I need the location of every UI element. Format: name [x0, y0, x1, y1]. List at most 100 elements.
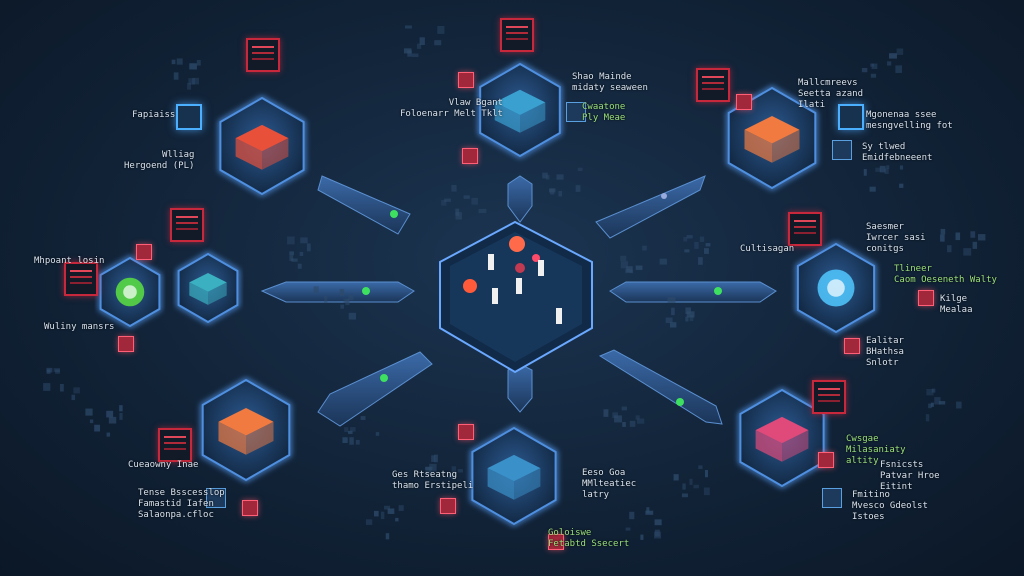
orange-cube-icon: [218, 408, 274, 455]
pixel-block: [667, 297, 676, 304]
label-tr-c: Sy tlwed Emidfebneeent: [862, 142, 933, 163]
pixel-block: [196, 60, 201, 66]
pixel-block: [313, 286, 319, 293]
connector-bottom-left: [317, 351, 433, 427]
node-bottom[interactable]: [470, 425, 558, 527]
node-left-2[interactable]: [176, 251, 240, 325]
pixel-block: [404, 25, 412, 29]
pixel-block: [669, 322, 677, 328]
cube-11: [736, 94, 752, 110]
pixel-block: [899, 165, 904, 170]
red-cube-icon: [235, 124, 289, 170]
pixel-block: [895, 65, 902, 73]
cube-6: [440, 498, 456, 514]
pixel-block: [55, 369, 60, 374]
pixel-block: [689, 314, 694, 322]
cube-3: [136, 244, 152, 260]
pixel-block: [681, 493, 688, 498]
connector-top-right: [595, 175, 706, 239]
cube-7: [548, 534, 564, 550]
pixel-block: [176, 58, 183, 65]
pixel-block: [889, 53, 897, 59]
pixel-block: [934, 397, 941, 405]
center-hub[interactable]: [439, 220, 593, 374]
pixel-block: [385, 533, 390, 540]
pixel-block: [955, 232, 961, 241]
pixel-block: [542, 172, 548, 179]
pixel-block: [622, 422, 626, 427]
pixel-block: [395, 517, 399, 522]
pixel-block: [863, 169, 867, 176]
pixel-block: [299, 251, 304, 257]
pixel-block: [448, 473, 455, 479]
connector-left: [260, 281, 415, 303]
pixel-block: [956, 401, 962, 409]
cube-10: [242, 500, 258, 516]
blue-orb-icon: [817, 269, 855, 307]
pixel-block: [558, 190, 562, 197]
box-icon: [206, 488, 226, 508]
pixel-block: [869, 186, 876, 192]
label-right-e: Ealitar BHathsa Snlotr: [866, 336, 904, 368]
node-bottom-left[interactable]: [200, 377, 292, 483]
pixel-block: [884, 168, 889, 174]
pixel-block: [636, 418, 645, 424]
node-top[interactable]: [478, 61, 562, 159]
pixel-block: [349, 437, 354, 445]
pixel-block: [684, 249, 690, 253]
pixel-block: [360, 416, 366, 420]
node-bottom-right[interactable]: [738, 387, 826, 489]
pixel-block: [108, 416, 117, 424]
pixel-block: [85, 408, 93, 416]
cube-2: [462, 148, 478, 164]
pixel-block: [694, 241, 699, 249]
pixel-block: [287, 236, 295, 245]
pixel-block: [629, 269, 634, 274]
cube-4: [118, 336, 134, 352]
pixel-block: [306, 243, 311, 252]
pink-cube-icon: [755, 416, 809, 462]
pixel-block: [106, 410, 114, 418]
pixel-block: [879, 165, 886, 173]
pixel-block: [457, 469, 463, 473]
pixel-block: [434, 40, 442, 46]
pixel-block: [654, 519, 662, 526]
pixel-block: [119, 412, 123, 420]
pixel-block: [187, 82, 191, 90]
pixel-block: [345, 299, 350, 306]
node-left-1[interactable]: [98, 255, 162, 329]
pixel-block: [46, 367, 53, 373]
pixel-block: [324, 295, 328, 304]
pixel-block: [380, 511, 385, 520]
cube-8: [844, 338, 860, 354]
pixel-block: [291, 258, 298, 262]
label-bottom-green: Goloiswe Fetabtd Ssecert: [548, 528, 630, 549]
pixel-block: [545, 174, 550, 180]
pixel-block: [171, 59, 176, 65]
pixel-block: [629, 420, 636, 427]
label-br-b: Fsnicsts Patvar Hroe Eitint: [880, 460, 940, 492]
pixel-block: [686, 235, 693, 239]
connector-top-left: [317, 175, 411, 235]
pixel-block: [654, 531, 662, 539]
pixel-block: [340, 304, 345, 309]
pixel-block: [455, 208, 460, 216]
pixel-block: [654, 529, 660, 537]
pixel-block: [106, 432, 111, 437]
pixel-block: [350, 427, 356, 432]
pixel-block: [686, 311, 695, 318]
label-bottom-b: Eeso Goa MMlteatiec latry: [582, 468, 637, 500]
pixel-block: [626, 266, 633, 273]
node-right[interactable]: [795, 241, 877, 335]
node-top-right[interactable]: [726, 85, 818, 191]
pixel-block: [947, 245, 952, 253]
pixel-block: [931, 388, 936, 393]
label-right-d: Kilge Mealaa: [940, 294, 973, 315]
pixel-block: [875, 167, 881, 172]
pixel-block: [444, 198, 451, 202]
pixel-block: [343, 298, 349, 303]
pixel-block: [407, 50, 412, 57]
node-top-left[interactable]: [218, 95, 306, 197]
card-tr: [696, 68, 730, 102]
pixel-block: [577, 167, 583, 172]
